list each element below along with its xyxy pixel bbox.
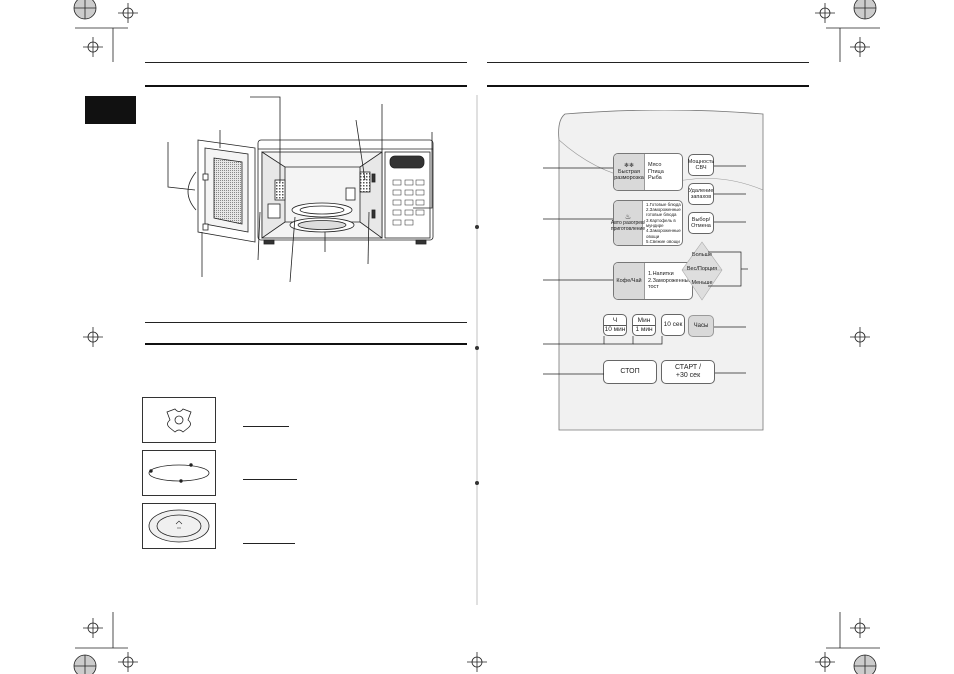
roller-ring-image [142,397,216,443]
minute-button[interactable]: Мин 1 мин [632,314,656,336]
auto-cook-item: 1.Готовые блюда [646,201,681,207]
auto-cook-item: 3.Картофель в мундире [646,217,676,228]
turntable-label-line [243,543,295,544]
hour-button[interactable]: Ч 10 мин [603,314,627,336]
beverage-list: 1.Напитки 2.Замороженный тост [645,263,692,299]
remove-odor-button[interactable]: Удаление запахов [688,183,714,205]
center-divider [475,95,479,605]
defrost-list: Мясо Птица Рыба [645,154,682,190]
turntable-icon [148,509,210,543]
auto-cook-panel[interactable]: ♨ Авто разогрев/ приготовление 1.Готовые… [610,200,683,246]
defrost-item: Рыба [648,175,662,182]
auto-defrost-panel[interactable]: ❄❄ Быстрая разморозка Мясо Птица Рыба [613,153,683,191]
power-level-button[interactable]: Мощность СВЧ [688,154,714,176]
more-button[interactable]: Больше [691,252,713,258]
beverage-button[interactable]: Кофе/Чай [614,263,645,299]
minute-button-top: Мин [637,317,651,325]
accessories-header-rule [145,322,467,323]
auto-defrost-button[interactable]: ❄❄ Быстрая разморозка [614,154,645,190]
accessories-header-rule-bottom [145,343,467,345]
auto-cook-label: Авто разогрев/ приготовление [610,219,646,232]
beverage-item: 1.Напитки [648,270,674,277]
defrost-item: Птица [648,168,664,175]
pot-icon: ♨ [624,213,632,221]
less-button[interactable]: Меньше [691,280,713,286]
right-header-rule-bottom [487,85,809,87]
auto-cook-item: 2.Замороженные готовые блюда [646,207,681,218]
beverage-label: Кофе/Чай [616,277,642,284]
coupler-icon [166,408,192,433]
language-tab [85,96,136,124]
weight-diamond [681,241,723,301]
start-button[interactable]: СТАРТ / +30 сек [661,360,715,384]
minute-button-bottom: 1 мин [633,324,655,333]
start-button-top: СТАРТ / [674,363,702,371]
weight-portion-label: Вес/Порция [686,266,718,272]
auto-cook-button[interactable]: ♨ Авто разогрев/ приготовление [610,201,646,245]
beverage-panel[interactable]: Кофе/Чай 1.Напитки 2.Замороженный тост [613,262,693,300]
left-header-rule [145,62,467,63]
start-button-bottom: +30 сек [675,372,701,379]
roller-ring-image [142,450,216,496]
roller-ring-label-line [243,479,297,480]
defrost-label: Быстрая разморозка [614,168,644,181]
hour-button-top: Ч [612,317,618,325]
auto-cook-item: 4.Замороженные овощи [646,228,681,239]
beverage-item: 2.Замороженный тост [648,277,692,291]
auto-cook-list: 1.Готовые блюда 2.Замороженные готовые б… [643,201,682,245]
defrost-icon: ❄❄ [623,162,635,169]
hour-button-bottom: 10 мин [604,324,626,333]
auto-cook-item: 5.Свежие овощи [646,238,680,244]
stop-button[interactable]: СТОП [603,360,657,384]
right-header-rule [487,62,809,63]
coupler-label-line [243,426,289,427]
turntable-image [142,503,216,549]
defrost-item: Мясо [648,161,662,168]
clock-button[interactable]: Часы [688,315,714,337]
panel-leader-lines [543,165,748,375]
left-header-rule-bottom [145,85,467,87]
select-cancel-button[interactable]: Выбор/Отмена [688,212,714,234]
roller-ring-icon [148,463,210,483]
oven-illustration [167,96,434,283]
ten-sec-button[interactable]: 10 сек [661,314,685,336]
